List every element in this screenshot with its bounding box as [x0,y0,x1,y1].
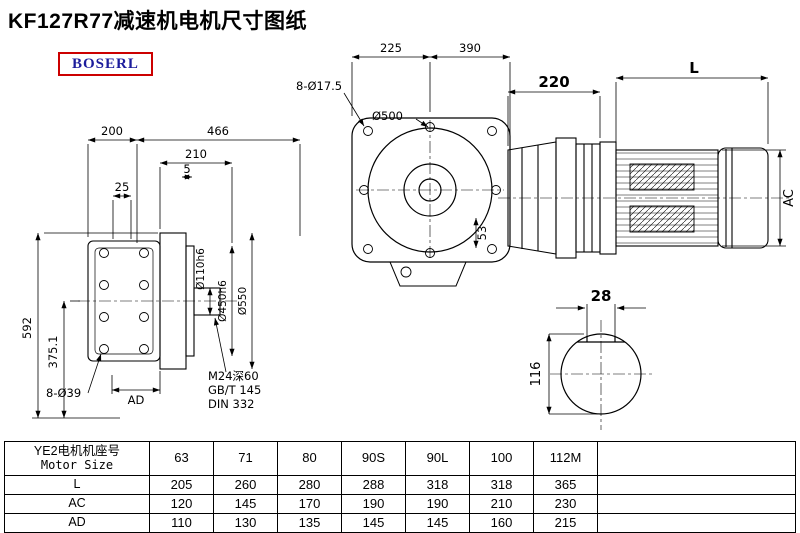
dim-28-label: 28 [591,287,612,305]
value-cell: 210 [469,494,534,514]
note-tap-label: M24深60 [208,369,259,383]
dim-200-label: 200 [101,124,123,138]
motor-size-cell: 90S [341,441,406,476]
table-row-AC: AC 120 145 170 190 190 210 230 [4,494,796,514]
dia-450-label: Ø450h6 [217,280,229,322]
technical-drawing: 225 390 8-Ø17.5 Ø500 53 [20,41,797,430]
dia-110-label: Ø110h6 [195,248,207,290]
shaft-section-dimension-lines [546,304,646,415]
table-row-L: L 205 260 280 288 318 318 365 [4,475,796,495]
dim-AD-label: AD [128,393,145,407]
row-label-cell: AC [4,494,150,514]
table-empty-cell [597,475,796,495]
dim-375-label: 375.1 [46,336,60,369]
dim-53-label: 53 [475,226,489,241]
front-view-outline [351,117,511,287]
dia-550-label: Ø550 [237,287,249,315]
motor-size-cell: 63 [149,441,214,476]
front-view-centerlines [356,120,504,260]
row-label-cell: L [4,475,150,495]
note-din-label: DIN 332 [208,397,254,411]
front-bolt-holes-label: 8-Ø17.5 [296,79,342,93]
dim-220-label: 220 [538,73,569,91]
value-cell: 145 [405,513,470,533]
dim-210-label: 210 [185,147,207,161]
shaft-section-outline [560,333,642,415]
motor-view-labels: 220 L AC [538,59,797,207]
motor-view: 220 L AC [498,59,797,259]
dia-500-label: Ø500 [372,109,403,123]
value-cell: 318 [405,475,470,495]
side-bolt-holes-label: 8-Ø39 [46,386,81,400]
motor-view-dimension-lines [507,75,786,247]
table-header-cn: YE2电机机座号 [33,444,121,459]
side-view: 200 466 210 5 25 592 375.1 8-Ø39 AD Ø110… [20,124,301,419]
value-cell: 230 [533,494,598,514]
note-gbt-label: GB/T 145 [208,383,261,397]
page-title: KF127R77减速机电机尺寸图纸 [8,10,308,33]
side-view-labels: 200 466 210 5 25 592 375.1 8-Ø39 AD Ø110… [20,124,261,411]
value-cell: 170 [277,494,342,514]
dim-466-label: 466 [207,124,229,138]
table-row-AD: AD 110 130 135 145 145 160 215 [4,513,796,533]
front-view-labels: 225 390 8-Ø17.5 Ø500 53 [296,41,489,240]
table-header-en: Motor Size [40,457,114,472]
dim-225-label: 225 [380,41,402,55]
table-empty-cell [597,494,796,514]
dim-25-label: 25 [115,180,130,194]
shaft-section-view: 28 116 [529,287,654,430]
value-cell: 365 [533,475,598,495]
value-cell: 190 [341,494,406,514]
dim-5-label: 5 [183,162,190,176]
dim-116-label: 116 [529,362,544,387]
value-cell: 215 [533,513,598,533]
side-view-dimension-lines [32,137,301,419]
shaft-section-centerlines [550,320,654,430]
value-cell: 280 [277,475,342,495]
dim-390-label: 390 [459,41,481,55]
motor-size-cell: 112M [533,441,598,476]
brand-logo-text: BOSERL [72,56,139,72]
front-view-dimension-lines [343,54,511,248]
motor-size-cell: 71 [213,441,278,476]
row-label-cell: AD [4,513,150,533]
table-empty-cell [597,441,796,476]
front-view: 225 390 8-Ø17.5 Ø500 53 [296,41,511,287]
value-cell: 260 [213,475,278,495]
value-cell: 205 [149,475,214,495]
motor-size-cell: 100 [469,441,534,476]
shaft-section-labels: 28 116 [529,287,611,386]
dim-592-label: 592 [20,317,34,339]
table-header-title-cell: YE2电机机座号 Motor Size [4,441,150,476]
value-cell: 120 [149,494,214,514]
brand-logo-box: BOSERL [58,52,153,76]
table-header-row: YE2电机机座号 Motor Size 63 71 80 90S 90L 100… [4,441,796,476]
dim-AC-label: AC [782,189,797,207]
value-cell: 190 [405,494,470,514]
value-cell: 288 [341,475,406,495]
value-cell: 318 [469,475,534,495]
motor-size-table: YE2电机机座号 Motor Size 63 71 80 90S 90L 100… [4,441,796,533]
value-cell: 145 [213,494,278,514]
motor-size-cell: 80 [277,441,342,476]
dim-L-label: L [689,59,699,77]
motor-size-cell: 90L [405,441,470,476]
